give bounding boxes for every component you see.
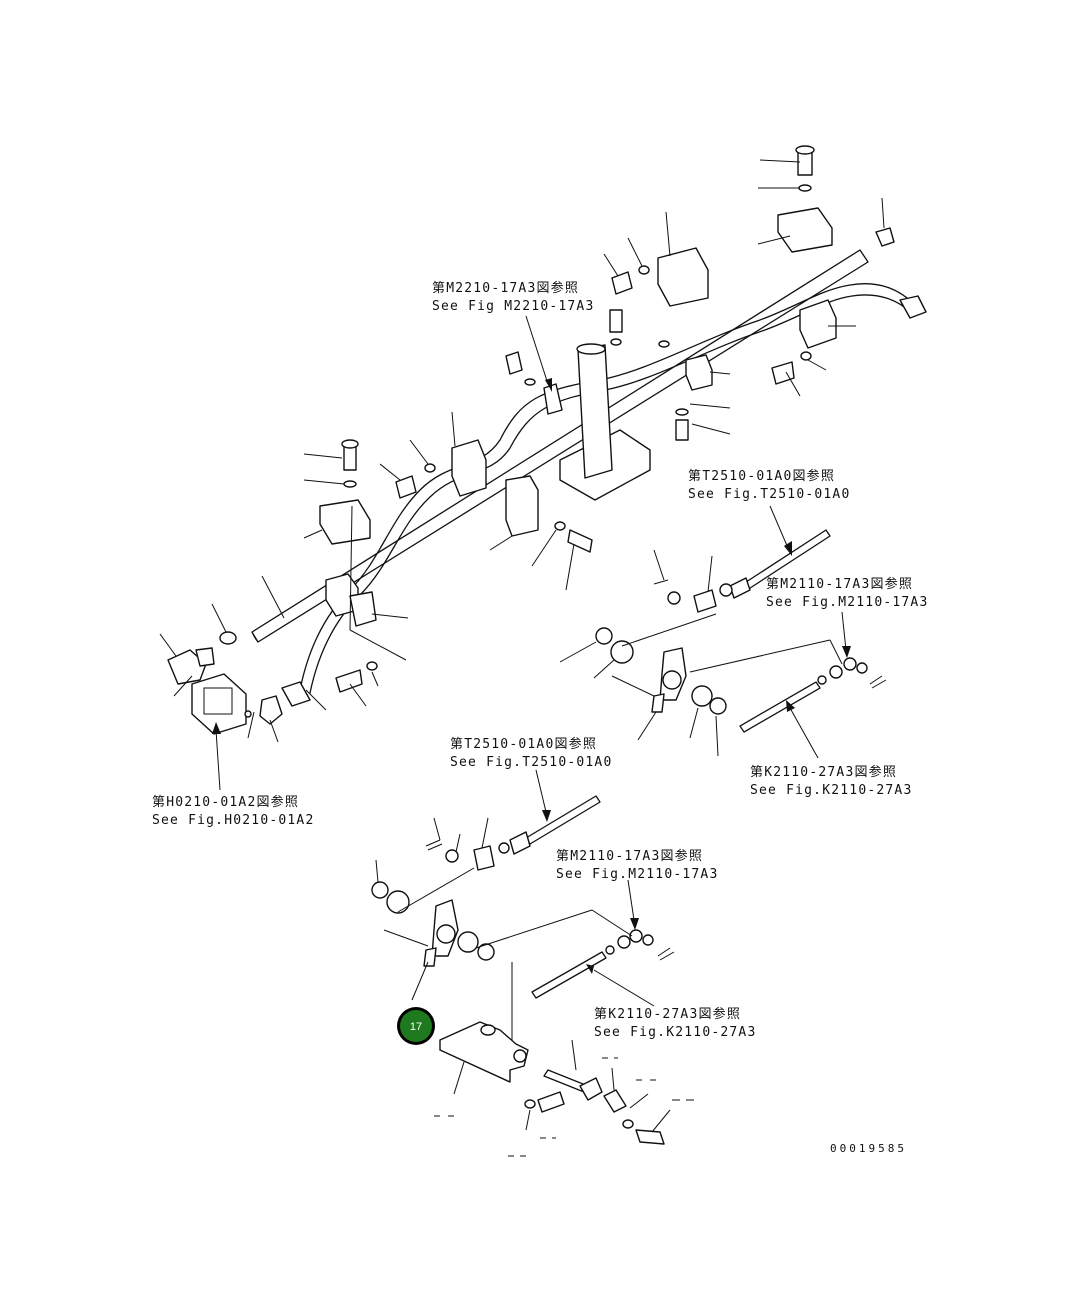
nut-lower bbox=[629, 929, 643, 943]
clamp-left bbox=[319, 499, 371, 545]
ref-m2110-top-en: See Fig.M2110-17A3 bbox=[766, 595, 928, 610]
ref-m2110-bottom-en: See Fig.M2110-17A3 bbox=[556, 867, 718, 882]
bolt-lower-b bbox=[635, 1129, 665, 1145]
nut-right bbox=[843, 657, 857, 671]
clamp-upper-right bbox=[777, 207, 833, 253]
bushing-d bbox=[709, 697, 727, 715]
bushing-lower-b bbox=[386, 890, 410, 914]
ref-t2510-top-jp: 第T2510-01A0図参照 bbox=[688, 468, 835, 484]
ref-h0210-jp: 第H0210-01A2図参照 bbox=[152, 794, 299, 810]
dash-marks bbox=[434, 1057, 694, 1157]
box-housing bbox=[191, 673, 247, 735]
ref-k2110-top-jp: 第K2110-27A3図参照 bbox=[750, 764, 897, 780]
ref-m2210-top-jp: 第M2210-17A3図参照 bbox=[432, 280, 579, 296]
rod-lower-upper bbox=[525, 795, 601, 845]
leader-lines-lower bbox=[375, 817, 671, 1133]
clamp-lower-right bbox=[799, 299, 837, 349]
ref-t2510-bottom-en: See Fig.T2510-01A0 bbox=[450, 755, 612, 770]
clevis-upper bbox=[693, 589, 717, 613]
rod-end-lower bbox=[509, 831, 531, 855]
bolt-center bbox=[567, 529, 593, 553]
bolt-bracket bbox=[537, 1091, 565, 1113]
bolt-middle-vertical bbox=[609, 309, 623, 333]
flange-lower bbox=[579, 1077, 603, 1101]
ref-k2110-bottom-en: See Fig.K2110-27A3 bbox=[594, 1025, 756, 1040]
ref-m2110-top-jp: 第M2110-17A3図参照 bbox=[766, 576, 913, 592]
ref-k2110-top-en: See Fig.K2110-27A3 bbox=[750, 783, 912, 798]
bracket-left-middle bbox=[451, 439, 487, 497]
bolt-middle-left bbox=[611, 271, 633, 295]
upper-linkage-assembly bbox=[159, 145, 927, 791]
clevis-lower bbox=[473, 845, 495, 871]
ref-k2110-bottom-jp: 第K2110-27A3図参照 bbox=[594, 1006, 741, 1022]
ref-h0210-en: See Fig.H0210-01A2 bbox=[152, 813, 314, 828]
ref-t2510-top-en: See Fig.T2510-01A0 bbox=[688, 487, 850, 502]
cable-end-fitting-left bbox=[281, 681, 311, 707]
right-middle-linkage bbox=[559, 529, 887, 759]
leader-lines-right bbox=[559, 549, 843, 757]
bushing-lower-c bbox=[457, 931, 479, 953]
ref-arrow-m2210 bbox=[525, 315, 549, 385]
lower-linkage-assembly bbox=[371, 769, 675, 1145]
bushing-lower-a bbox=[371, 881, 389, 899]
clip-right bbox=[875, 227, 895, 247]
bolt-lower-a bbox=[603, 1089, 627, 1113]
leader-lines-upper bbox=[159, 159, 885, 743]
bolt-middle-bottom bbox=[675, 419, 689, 441]
clamp-block-center bbox=[505, 475, 539, 537]
ref-m2210-top-en: See Fig M2210-17A3 bbox=[432, 299, 594, 314]
callout-17-number: 17 bbox=[410, 1021, 422, 1033]
bolt-right bbox=[771, 361, 795, 385]
rod-lower bbox=[739, 681, 821, 733]
ref-m2110-bottom-jp: 第M2110-17A3図参照 bbox=[556, 848, 703, 864]
bolt-left-middle bbox=[395, 475, 417, 499]
washer-top bbox=[798, 184, 812, 192]
bushing-c bbox=[691, 685, 713, 707]
rod-lower-lower bbox=[531, 951, 607, 999]
bracket-upper-middle bbox=[657, 247, 709, 307]
bolt-ball-joint bbox=[505, 351, 523, 375]
clip-left bbox=[219, 631, 237, 645]
link-left bbox=[259, 695, 283, 725]
cable-end-fitting bbox=[899, 295, 927, 319]
bolt-left-bottom bbox=[335, 669, 363, 693]
bushing-b bbox=[610, 640, 634, 664]
control-cable bbox=[299, 283, 916, 691]
bushing-lower-d bbox=[477, 943, 495, 961]
callout-17-leader bbox=[411, 961, 429, 1001]
clamp-middle-lower bbox=[685, 354, 713, 391]
bushing-a bbox=[595, 627, 613, 645]
callout-17-disc[interactable] bbox=[400, 1010, 432, 1042]
rod-end-upper bbox=[729, 577, 751, 599]
callout-17[interactable]: 17 bbox=[397, 1007, 435, 1045]
drawing-code: 00019585 bbox=[830, 1142, 907, 1155]
reference-labels: 第M2210-17A3図参照 See Fig M2210-17A3 第T2510… bbox=[152, 280, 928, 1155]
ref-t2510-bottom-jp: 第T2510-01A0図参照 bbox=[450, 736, 597, 752]
flange-elbow bbox=[167, 649, 207, 685]
